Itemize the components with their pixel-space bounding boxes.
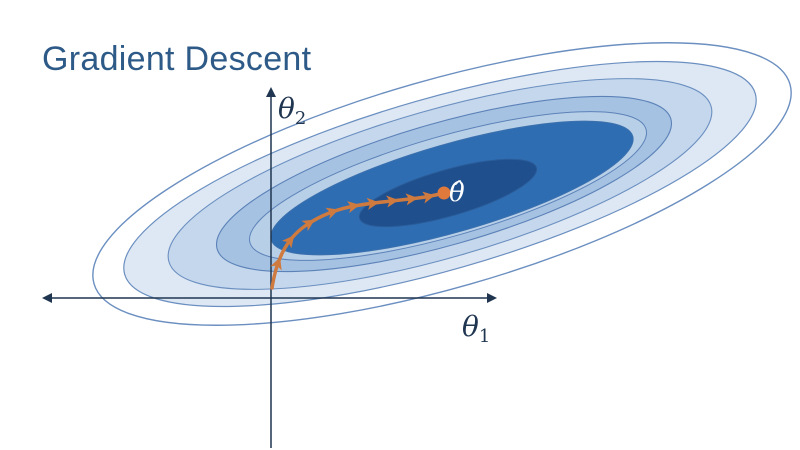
step-arrow — [270, 257, 282, 271]
axis-labels: θ1 θ2 — [278, 92, 490, 347]
step-arrow — [281, 235, 295, 249]
optimum-label: θ̂ — [449, 178, 465, 208]
step-arrow — [301, 219, 315, 232]
step-arrow — [405, 193, 418, 206]
step-arrow — [366, 197, 380, 210]
step-arrow — [347, 201, 360, 213]
descent-path-line — [270, 191, 446, 290]
axes — [42, 87, 497, 448]
step-arrow — [386, 195, 399, 208]
x-axis-label: θ1 — [462, 310, 490, 347]
diagram-title: Gradient Descent — [42, 40, 312, 78]
contour-ellipses — [92, 42, 792, 326]
descent-steps — [270, 191, 436, 271]
optimum-point — [437, 186, 451, 200]
step-arrow — [325, 207, 339, 220]
step-arrow — [422, 191, 436, 204]
y-axis-label: θ2 — [278, 92, 306, 129]
descent-path — [270, 186, 451, 290]
